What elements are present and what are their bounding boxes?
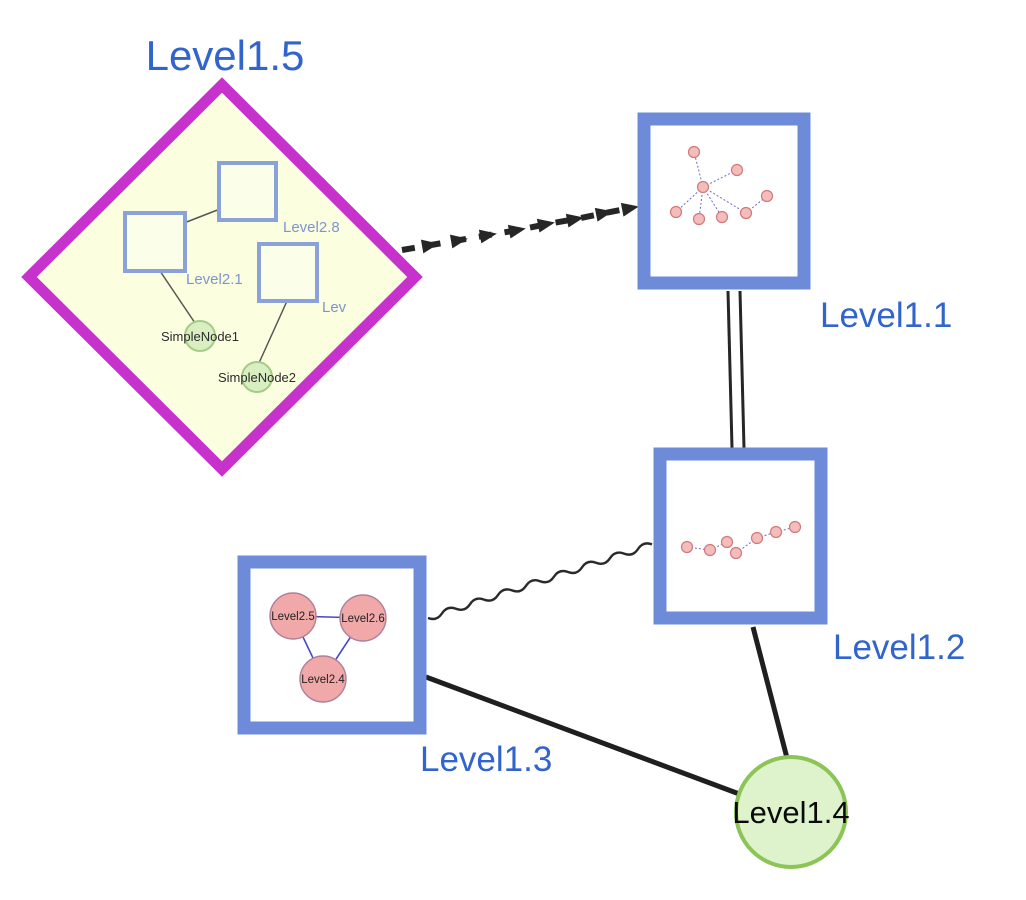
box-level1-1[interactable] [637,112,811,290]
mini-nodes-level1-1 [669,145,774,226]
box-level1-2[interactable] [653,447,828,625]
edge-double-l11-l12[interactable] [726,290,746,449]
mini-node[interactable] [730,163,744,177]
mini-nodes-level1-2 [680,520,802,560]
inner-node-label-level2-5: Level2.5 [271,611,314,623]
inner-edge-sq8-sq1[interactable] [183,208,221,224]
inner-node-simplenode1[interactable] [184,320,216,352]
mini-node[interactable] [696,180,710,194]
inner-square-label-level2-8: Level2.8 [283,219,340,236]
inner-node-level2-5[interactable] [269,592,317,640]
inner-edge-sq1-sn1[interactable] [159,270,196,324]
mini-node[interactable] [739,206,753,220]
mini-node[interactable] [760,189,774,203]
edge-solid-l12-l14[interactable] [750,626,790,759]
edge-dashed-arrow-l15-l11[interactable] [401,202,639,254]
inner-node-label-simplenode2: SimpleNode2 [218,370,296,385]
mini-node[interactable] [703,543,717,557]
mini-node[interactable] [788,520,802,534]
node-level1-1[interactable] [637,112,811,290]
inner-node-level2-6[interactable] [339,594,387,642]
edge-solid-l13-l14[interactable] [425,674,743,798]
mini-node[interactable] [750,531,764,545]
edge-double-line-a[interactable] [726,290,734,449]
node-label-level1-5: Level1.5 [146,32,305,79]
box-level1-3[interactable] [237,555,427,735]
edge-double-line-b[interactable] [738,290,746,449]
node-label-level1-3: Level1.3 [420,740,552,779]
node-level1-3[interactable]: Level2.5 Level2.6 Level2.4 [237,555,427,735]
mini-node[interactable] [669,205,683,219]
mini-node[interactable] [715,210,729,224]
circle-level1-4[interactable] [734,755,848,869]
inner-node-label-level2-6: Level2.6 [341,613,384,625]
node-level1-4[interactable]: Level1.4 [732,755,850,869]
node-label-level1-4: Level1.4 [732,795,849,830]
node-label-level1-1: Level1.1 [820,296,952,335]
inner-node-level2-4[interactable] [299,655,347,703]
inner-square-lev[interactable] [257,242,319,303]
inner-edge-lev-sn2[interactable] [258,300,288,364]
mini-node[interactable] [680,540,694,554]
mini-edge[interactable] [702,186,747,214]
diamond-shape[interactable] [21,77,423,477]
edge-wavy-l13-l12[interactable] [427,542,653,621]
mini-edge[interactable] [709,541,728,551]
mini-node[interactable] [687,145,701,159]
node-level1-5[interactable]: Level2.8 Level2.1 Lev SimpleNode1 Simple… [21,77,423,477]
mini-node[interactable] [692,212,706,226]
inner-square-level2-1[interactable] [123,211,187,273]
inner-node-label-simplenode1: SimpleNode1 [161,329,239,344]
node-label-level1-2: Level1.2 [833,628,965,667]
inner-square-level2-8[interactable] [217,161,278,222]
inner-node-simplenode2[interactable] [241,361,273,393]
mini-node[interactable] [769,525,783,539]
inner-node-label-level2-4: Level2.4 [301,674,345,686]
inner-square-label-lev: Lev [322,299,347,316]
mini-node[interactable] [720,535,734,549]
node-level1-2[interactable] [653,447,828,625]
mini-node[interactable] [729,546,743,560]
inner-square-label-level2-1: Level2.1 [186,271,243,288]
